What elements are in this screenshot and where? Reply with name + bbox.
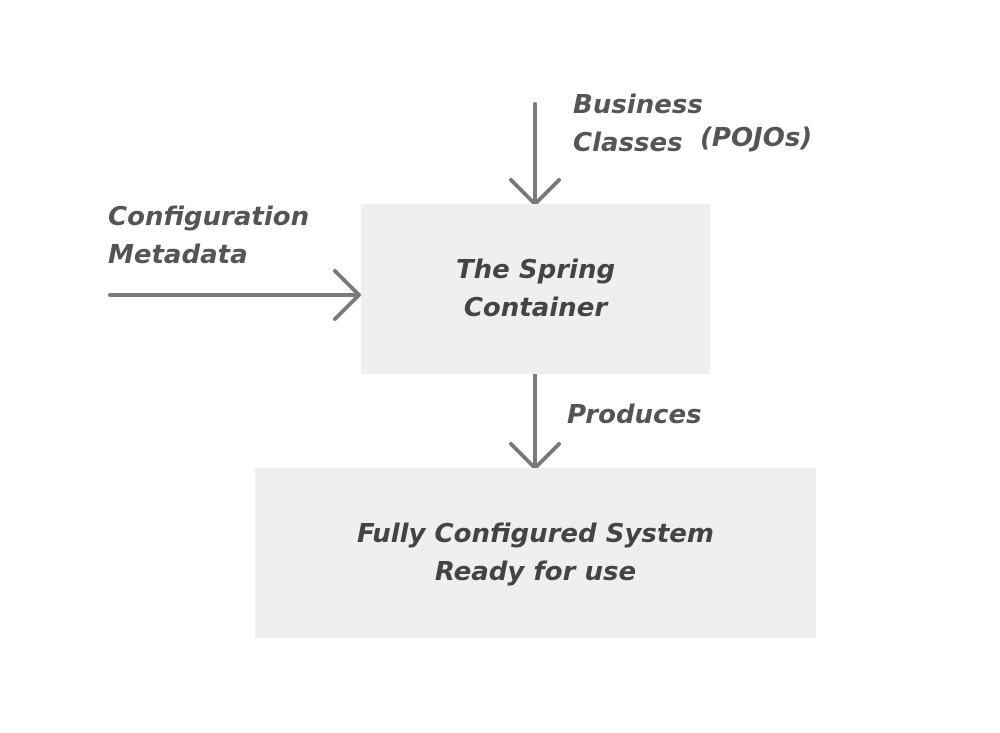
produces-label: Produces [567, 400, 702, 430]
spring-container-line-2: Container [463, 293, 608, 323]
configuration-metadata-label: Configuration Metadata [108, 198, 309, 274]
configuration-metadata-arrow [108, 269, 361, 321]
configured-system-line-2: Ready for use [434, 557, 637, 587]
configured-system-box: Fully Configured System Ready for use [255, 468, 816, 638]
configuration-metadata-line-2: Metadata [108, 240, 248, 270]
spring-container-line-1: The Spring [455, 255, 616, 285]
business-classes-label: Business Classes [573, 86, 703, 162]
business-classes-line-1: Business [573, 90, 703, 120]
produces-arrow [509, 373, 561, 470]
spring-container-box: The Spring Container [361, 204, 710, 374]
business-classes-line-2: Classes [573, 128, 683, 158]
pojos-note: (POJOs) [700, 123, 813, 153]
configured-system-line-1: Fully Configured System [356, 519, 715, 549]
configuration-metadata-line-1: Configuration [108, 202, 310, 232]
business-classes-arrow [509, 102, 561, 206]
